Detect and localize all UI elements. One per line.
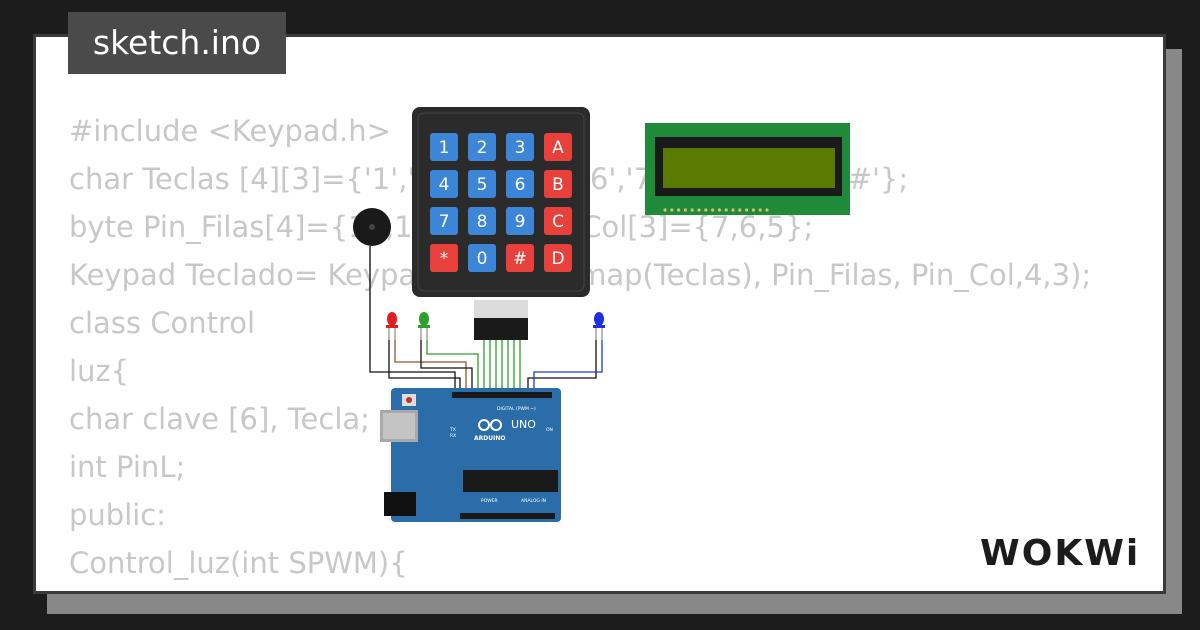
keypad-key: #: [506, 244, 534, 272]
lcd-pin: [690, 208, 694, 212]
code-line: #include <Keypad.h>: [69, 114, 391, 148]
keypad-key: 6: [506, 170, 534, 198]
keypad-key-label: 2: [477, 138, 488, 158]
arduino-model-label: UNO: [511, 418, 536, 431]
lcd-pin: [663, 208, 667, 212]
lcd-pin: [731, 208, 735, 212]
keypad-key: *: [430, 244, 458, 272]
keypad-key: 2: [468, 133, 496, 161]
lcd-pin: [751, 208, 756, 212]
digital-header-label: DIGITAL (PWM ~): [497, 406, 536, 412]
code-line: Control_luz(int SPWM){: [69, 546, 408, 580]
buzzer: [353, 208, 391, 360]
keypad-key-label: 3: [515, 138, 526, 158]
lcd-pin: [745, 208, 749, 212]
keypad-key-label: 4: [439, 175, 450, 195]
keypad-key-label: 0: [477, 249, 488, 269]
keypad-key-label: 6: [515, 175, 526, 195]
blue-led: [593, 312, 605, 340]
keypad-key-label: 1: [439, 138, 450, 158]
keypad-key: 9: [506, 207, 534, 235]
keypad-key-label: A: [552, 138, 564, 158]
lcd-display: [645, 123, 850, 215]
project-title[interactable]: sketch.ino: [68, 12, 286, 74]
keypad: 1 2 3 A 4 5 6 B 7 8 9 C * 0 # D: [412, 107, 590, 340]
green-led: [418, 312, 430, 340]
lcd-pin: [683, 208, 688, 212]
code-line: public:: [69, 498, 167, 532]
analog-label: ANALOG IN: [521, 498, 546, 504]
keypad-key: 4: [430, 170, 458, 198]
code-line: char clave [6], Tecla;: [69, 402, 370, 436]
keypad-key: D: [544, 244, 572, 272]
keypad-key-label: 8: [477, 212, 488, 232]
power-label: POWER: [481, 498, 498, 504]
keypad-key: 1: [430, 133, 458, 161]
arduino-uno-board: UNO ARDUINO DIGITAL (PWM ~) TX RX ON POW…: [380, 388, 561, 522]
code-line: int PinL;: [69, 450, 186, 484]
lcd-pin: [697, 208, 701, 212]
keypad-key-label: 5: [477, 175, 488, 195]
keypad-key-label: C: [552, 212, 564, 232]
lcd-pin: [704, 208, 708, 212]
keypad-key: B: [544, 170, 572, 198]
tx-label: TX: [449, 427, 456, 433]
lcd-pin: [717, 208, 722, 212]
keypad-key-label: D: [551, 249, 564, 269]
lcd-pin: [765, 208, 769, 212]
keypad-key: 5: [468, 170, 496, 198]
lcd-pin: [677, 208, 681, 212]
arduino-brand-label: ARDUINO: [474, 435, 505, 442]
keypad-key: C: [544, 207, 572, 235]
code-line: luz{: [69, 354, 130, 388]
wokwi-logo[interactable]: WOKWi: [978, 527, 1150, 577]
keypad-key: 7: [430, 207, 458, 235]
red-led: [386, 312, 398, 340]
keypad-key: A: [544, 133, 572, 161]
keypad-key-label: *: [440, 249, 449, 269]
keypad-key-label: 7: [439, 212, 450, 232]
lcd-pin: [670, 208, 674, 212]
lcd-pin: [724, 208, 728, 212]
lcd-pin: [758, 208, 762, 212]
arduino-logo: [478, 419, 502, 431]
keypad-key: 3: [506, 133, 534, 161]
on-label: ON: [546, 427, 553, 433]
wokwi-wordmark: WOKWi: [980, 533, 1140, 574]
keypad-key-label: B: [552, 175, 564, 195]
keypad-key: 0: [468, 244, 496, 272]
rx-label: RX: [450, 433, 456, 439]
keypad-key-label: #: [513, 249, 527, 269]
lcd-pin: [738, 208, 742, 212]
keypad-key: 8: [468, 207, 496, 235]
keypad-key-label: 9: [515, 212, 526, 232]
lcd-pin: [711, 208, 715, 212]
wires: [369, 340, 603, 392]
code-line: class Control: [69, 306, 256, 340]
